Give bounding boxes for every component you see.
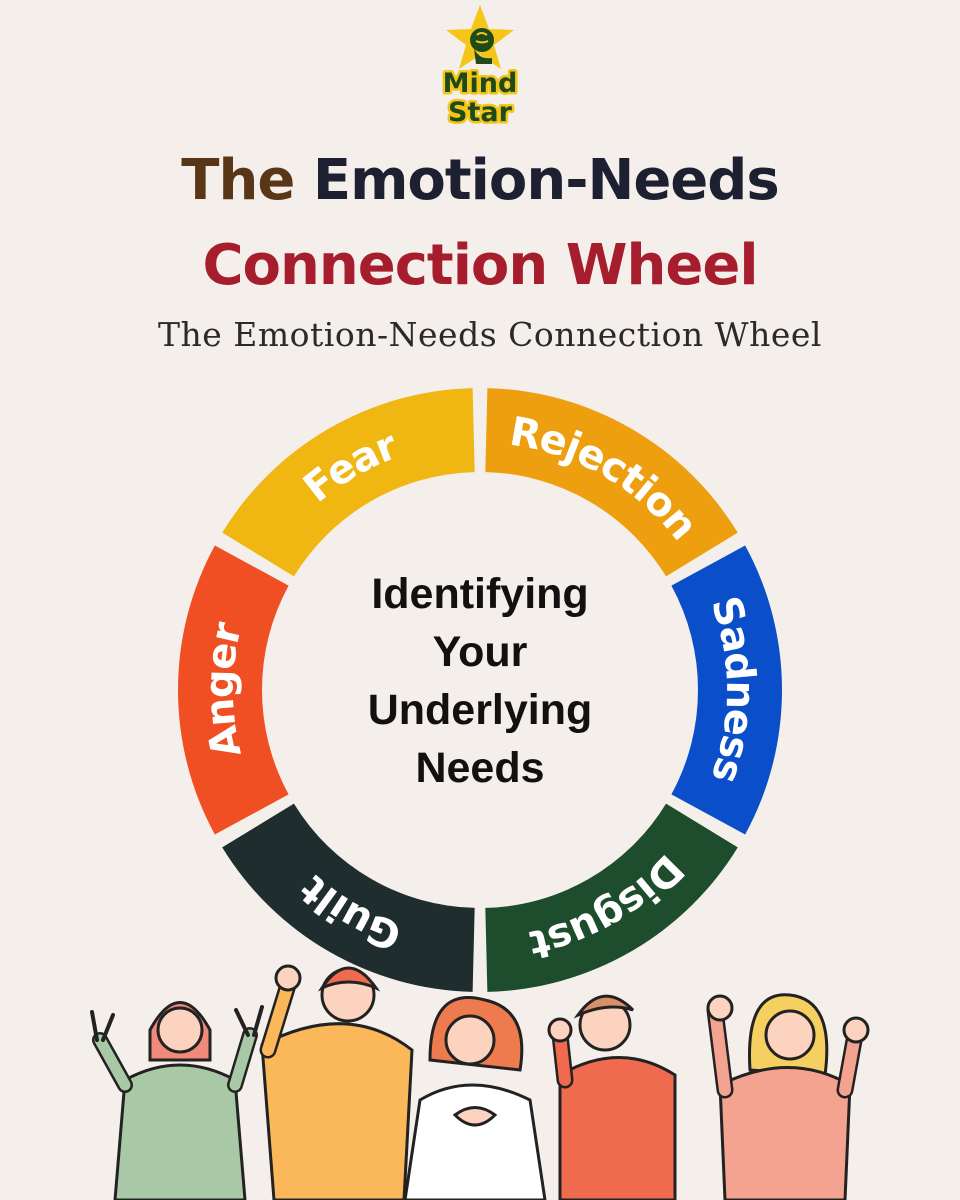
person-1-illustration [90,1001,264,1200]
head-icon [470,28,494,52]
person-4-illustration [547,994,677,1200]
person-2-illustration [259,964,414,1200]
subtitle: The Emotion-Needs Connection Wheel [158,315,822,354]
title-word-emotion-needs: Emotion-Needs [312,148,780,213]
wheel-label-anger: Anger [197,618,251,762]
people-illustration [90,964,870,1200]
wheel-center-text: Identifying Your Underlying Needs [340,565,620,797]
center-line-4: Needs [415,744,545,792]
title-word-the: The [181,148,313,213]
wheel-segment-guilt [222,803,475,992]
wheel-segment-sadness [671,545,782,835]
wheel-segment-disgust [485,803,738,992]
person-3-illustration [403,996,547,1200]
person-5-illustration [706,993,870,1200]
wheel-segment-fear [222,388,475,577]
logo-text-star: Star [448,97,513,127]
page-title-line-1: The Emotion-Needs [0,143,960,219]
page-title-line-2: Connection Wheel [202,233,758,298]
wheel-segment-anger [178,545,289,835]
center-line-2: Your [432,628,528,676]
center-line-3: Underlying [367,686,593,734]
mind-star-logo: Mind Star [440,5,520,127]
center-line-1: Identifying [371,570,589,618]
logo-text-mind: Mind [443,68,518,99]
wheel-segment-rejection [485,388,738,577]
